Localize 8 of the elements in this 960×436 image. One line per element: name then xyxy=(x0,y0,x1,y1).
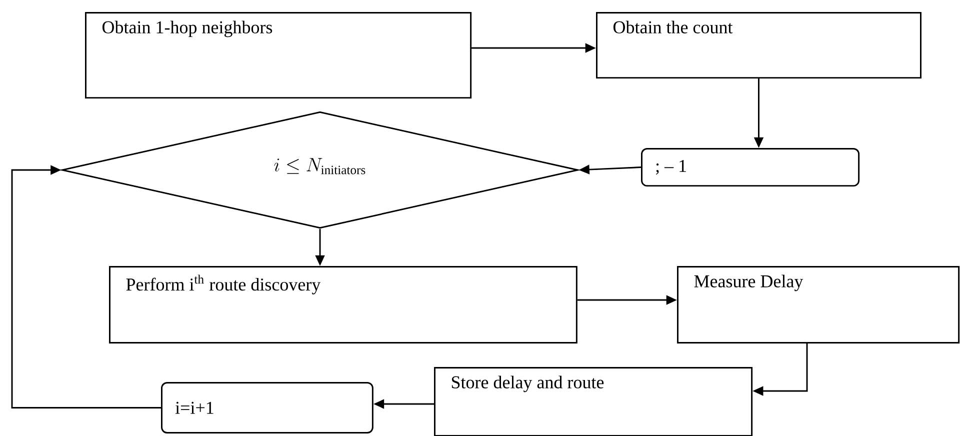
rounded-box: i=i+1 xyxy=(161,382,374,434)
arrow xyxy=(11,165,161,408)
process-box: Perform i$^{th}$ route discovery xyxy=(109,266,578,344)
process-box: Store delay and route xyxy=(434,367,753,436)
process-box: Obtain 1-hop neighbors xyxy=(85,12,472,99)
rounded-box: ; – 1 xyxy=(641,148,860,187)
process-box: Obtain the count xyxy=(596,12,922,79)
process-box: Measure Delay xyxy=(677,266,960,344)
